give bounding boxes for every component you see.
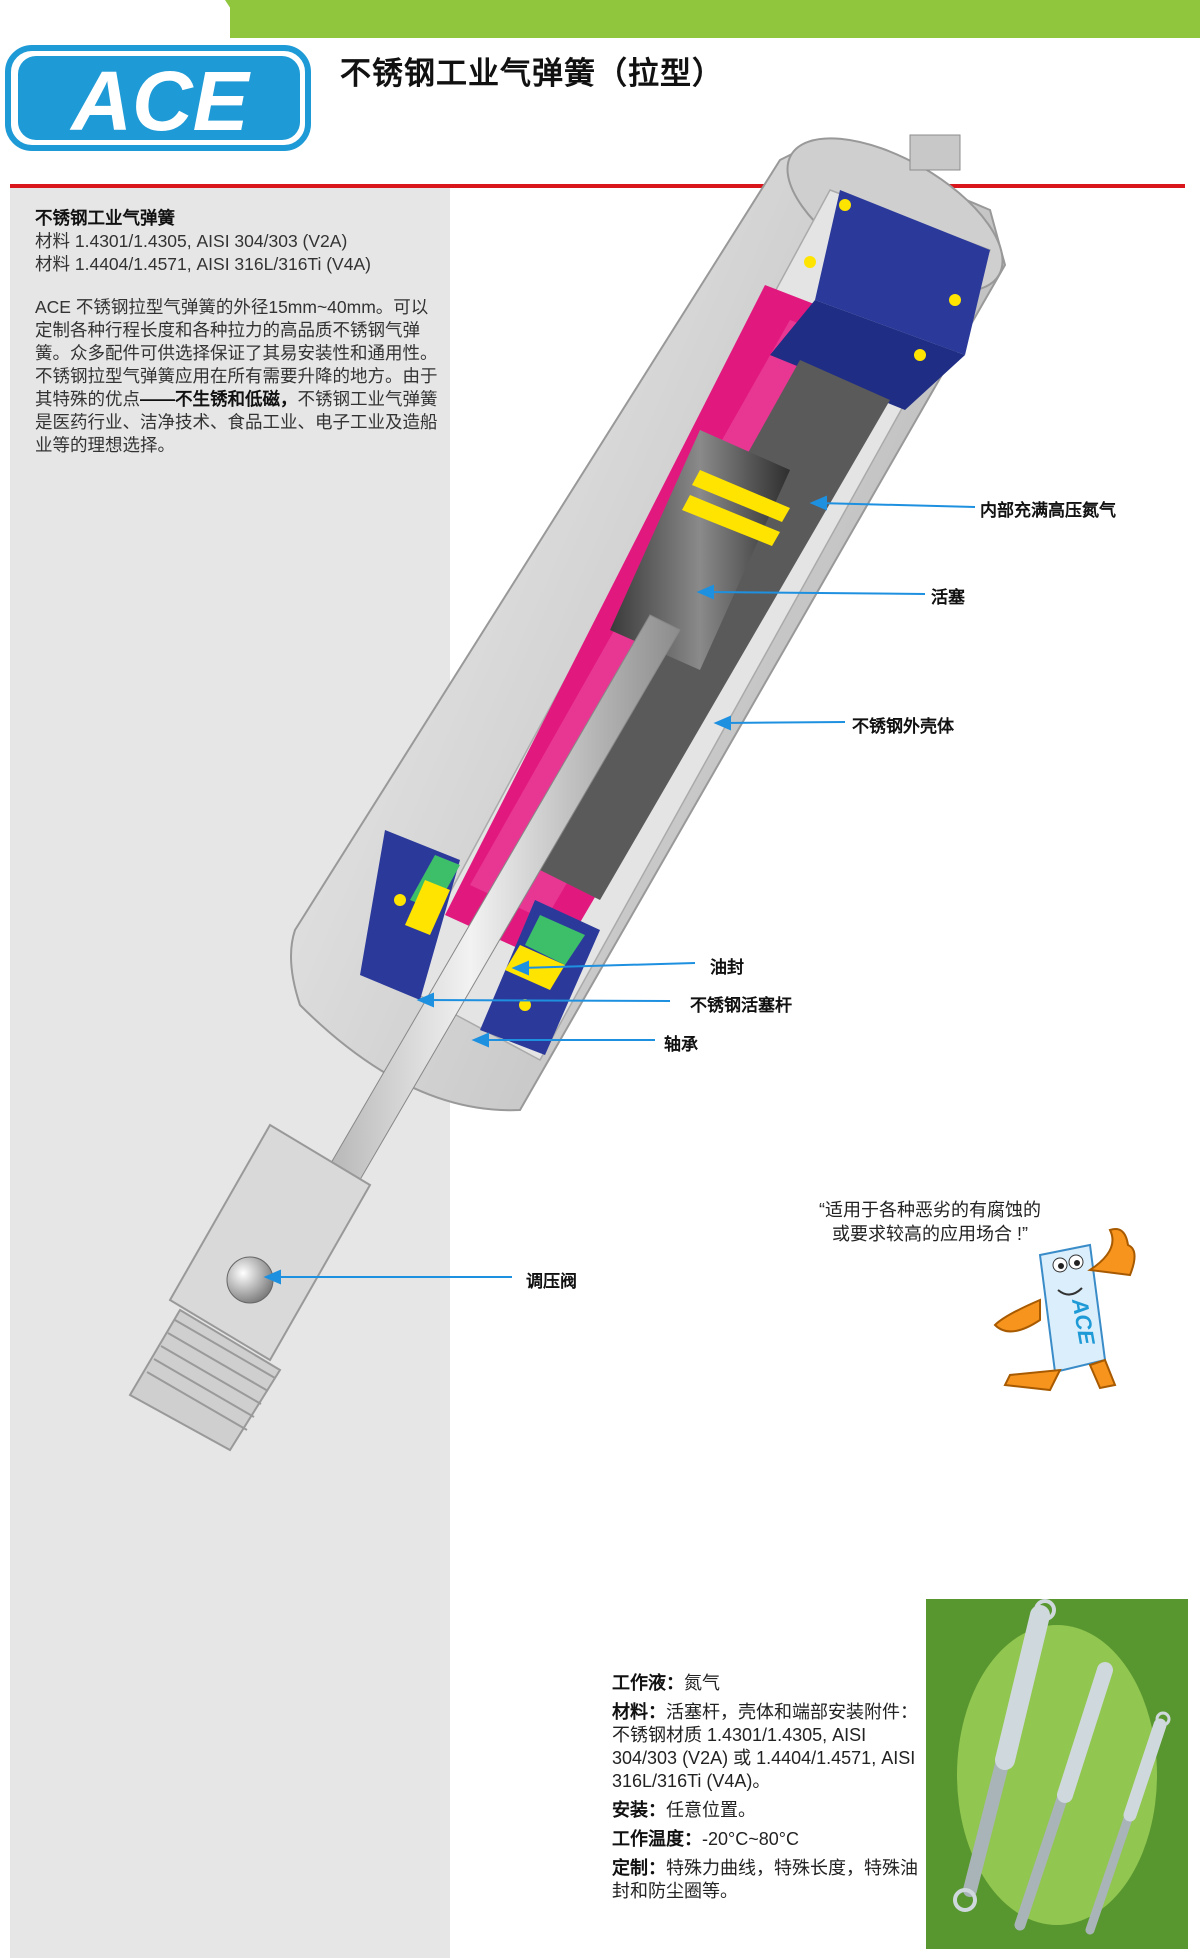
- specifications: 工作液：氮气 材料：活塞杆，壳体和端部安装附件：不锈钢材质 1.4301/1.4…: [612, 1672, 932, 1909]
- intro-description-bold: ——不生锈和低磁，: [140, 389, 298, 409]
- spec-custom-label: 定制：: [612, 1858, 666, 1878]
- intro-description: ACE 不锈钢拉型气弹簧的外径15mm~40mm。可以定制各种行程长度和各种拉力…: [35, 296, 445, 457]
- mascot-foot: [1003, 1368, 1062, 1392]
- callout-housing: 不锈钢外壳体: [852, 717, 954, 736]
- seal-green: [525, 915, 585, 965]
- intro-section: 不锈钢工业气弹簧 材料 1.4301/1.4305, AISI 304/303 …: [35, 207, 445, 457]
- spec-mounting: 安装：任意位置。: [612, 1799, 932, 1822]
- top-block: [815, 190, 990, 355]
- intro-material-2: 材料 1.4404/1.4571, AISI 316L/316Ti (V4A): [35, 254, 371, 274]
- left-gray-column: [10, 188, 450, 1958]
- intro-heading: 不锈钢工业气弹簧: [35, 208, 175, 228]
- callout-valve: 调压阀: [526, 1272, 577, 1291]
- callout-seal: 油封: [710, 958, 744, 977]
- callout-lines: [263, 495, 976, 1285]
- spec-temperature: 工作温度：-20°C~80°C: [612, 1828, 932, 1851]
- screw-marker: [839, 199, 851, 211]
- mascot-thumbs-up-hand: [1087, 1228, 1136, 1277]
- pressure-valve-ball: [226, 1256, 274, 1304]
- header-green-bar: [230, 0, 1200, 38]
- screw-marker: [804, 256, 816, 268]
- mascot-quote: “适用于各种恶劣的有腐蚀的 或要求较高的应用场合 !”: [760, 1198, 1100, 1246]
- mascot-hand: [993, 1298, 1041, 1333]
- header: [0, 0, 1200, 130]
- screw-marker: [519, 999, 531, 1011]
- intro-description-text: ACE 不锈钢拉型气弹簧的外径15mm~40mm。可以定制各种行程长度和各种拉力…: [35, 297, 438, 409]
- red-divider: [10, 184, 1185, 188]
- callout-bearing: 轴承: [664, 1035, 698, 1054]
- screw-marker: [949, 294, 961, 306]
- intro-description-text-end: 不锈钢工业气弹簧是医药行业、洁净技术、食品工业、电子工业及造船业等的理想选择。: [35, 389, 438, 455]
- product-photo: [926, 1599, 1188, 1949]
- intro-material-1: 材料 1.4301/1.4305, AISI 304/303 (V2A): [35, 231, 348, 251]
- piston-ring: [682, 495, 780, 546]
- quote-line-1: “适用于各种恶劣的有腐蚀的: [819, 1200, 1041, 1220]
- ace-mascot: ACE: [993, 1228, 1136, 1392]
- ace-logo: ACE: [5, 45, 311, 151]
- spec-mounting-label: 安装：: [612, 1800, 666, 1820]
- screw-marker: [394, 894, 406, 906]
- screw-marker: [914, 349, 926, 361]
- callout-piston: 活塞: [931, 588, 965, 607]
- callout-rod: 不锈钢活塞杆: [690, 996, 792, 1015]
- quote-line-2: 或要求较高的应用场合 !”: [832, 1224, 1028, 1244]
- callout-nitrogen: 内部充满高压氮气: [980, 501, 1116, 520]
- spec-material-value: 活塞杆，壳体和端部安装附件：不锈钢材质 1.4301/1.4305, AISI …: [612, 1702, 918, 1791]
- spec-fluid: 工作液：氮气: [612, 1672, 932, 1695]
- page-title: 不锈钢工业气弹簧（拉型）: [340, 56, 724, 91]
- product-gas-spring: [963, 1605, 1167, 1935]
- seal-yellow: [405, 880, 450, 935]
- thread-lines: [146, 1319, 276, 1431]
- spec-custom: 定制：特殊力曲线，特殊长度，特殊油封和防尘圈等。: [612, 1857, 932, 1903]
- mascot-foot: [1088, 1358, 1117, 1390]
- spec-custom-value: 特殊力曲线，特殊长度，特殊油封和防尘圈等。: [612, 1858, 918, 1901]
- spec-material: 材料：活塞杆，壳体和端部安装附件：不锈钢材质 1.4301/1.4305, AI…: [612, 1701, 932, 1793]
- spec-mounting-value: 任意位置。: [666, 1800, 756, 1820]
- spec-material-label: 材料：: [612, 1702, 666, 1722]
- spec-temperature-label: 工作温度：: [612, 1829, 702, 1849]
- threaded-end: [128, 1308, 282, 1452]
- piston-ring: [692, 470, 790, 522]
- gas-spring: [128, 134, 1007, 1452]
- spec-fluid-label: 工作液：: [612, 1673, 684, 1693]
- top-block-side: [770, 300, 965, 410]
- top-thread-stub: [909, 134, 961, 171]
- logo-text: ACE: [69, 54, 251, 148]
- spec-fluid-value: 氮气: [684, 1673, 720, 1693]
- rod-end-fitting: [168, 1123, 372, 1362]
- spec-temperature-value: -20°C~80°C: [702, 1829, 799, 1849]
